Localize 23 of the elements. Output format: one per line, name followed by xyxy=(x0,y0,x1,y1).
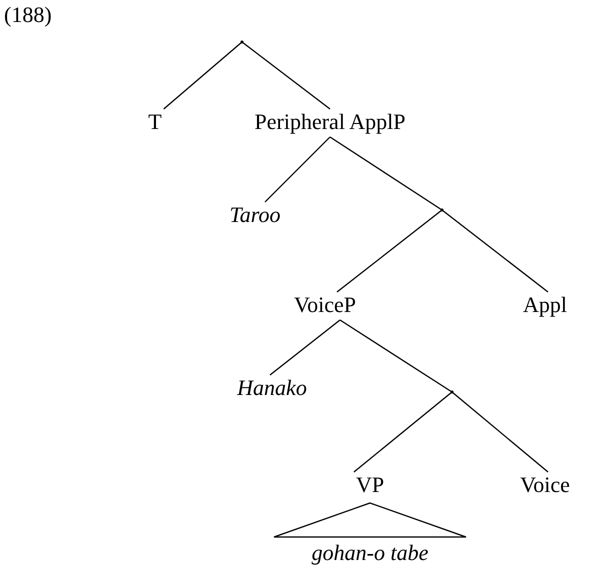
branch-point xyxy=(450,390,454,394)
tree-branch-line xyxy=(242,42,330,110)
branch-point xyxy=(440,208,444,212)
word-label: Taroo xyxy=(228,202,282,228)
tree-branch-line xyxy=(330,136,442,210)
tree-branch-line xyxy=(340,320,452,392)
tree-branch-line xyxy=(452,392,548,472)
tree-branch-line xyxy=(354,392,452,472)
category-label: VP xyxy=(354,472,386,498)
category-label: T xyxy=(146,109,164,135)
tree-branch-line xyxy=(336,210,442,292)
category-label: Peripheral ApplP xyxy=(252,109,408,135)
branch-point xyxy=(240,40,244,44)
tree-branch-line xyxy=(270,320,340,376)
category-label: VoiceP xyxy=(292,292,358,318)
tree-branch-line xyxy=(264,136,330,202)
tree-branch-line xyxy=(163,42,242,110)
word-label: Hanako xyxy=(235,375,309,401)
category-label: Appl xyxy=(521,292,569,318)
example-number: (188) xyxy=(4,2,52,28)
category-label: Voice xyxy=(518,472,572,498)
phrase-label: gohan-o tabe xyxy=(312,540,428,566)
tree-branch-line xyxy=(442,210,548,292)
